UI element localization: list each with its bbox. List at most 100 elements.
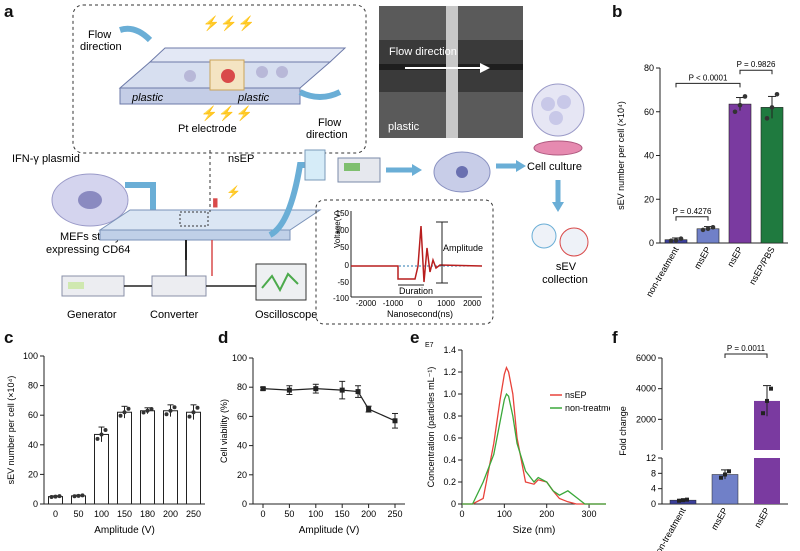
x-axis-label: Amplitude (V) — [94, 525, 155, 536]
data-point — [118, 413, 123, 418]
data-point — [742, 94, 748, 99]
viability-line — [262, 388, 396, 422]
b-p1-pvalue: P = 0.4276 — [673, 207, 712, 216]
petri-dish-icon — [533, 140, 583, 156]
micrograph-image: Flow direction plastic — [379, 6, 523, 138]
b-p2-pvalue: P < 0.0001 — [689, 73, 728, 82]
data-point — [260, 386, 266, 392]
y-tick-label: 4 — [651, 484, 656, 494]
electrode-pin-icon: ▮ — [212, 195, 219, 209]
y-tick-label: 6000 — [636, 353, 656, 363]
bar — [711, 474, 739, 505]
data-point — [191, 410, 196, 415]
y-tick-label: 8 — [651, 468, 656, 478]
y-tick-label: 60 — [644, 107, 654, 117]
data-point — [53, 494, 58, 499]
y-axis-label: Concentration (particles mL⁻¹) — [426, 367, 436, 488]
data-point — [700, 227, 706, 233]
x-axis-label: Size (nm) — [513, 525, 556, 536]
pulse-trace — [351, 225, 483, 283]
pulse-inset-frame — [315, 199, 494, 325]
y-exponent-label: E7 — [425, 342, 434, 349]
data-point — [764, 116, 770, 121]
y-tick-label: 40 — [28, 440, 38, 450]
data-point — [57, 494, 62, 499]
legend-label: nsEP — [565, 390, 587, 400]
bar — [140, 410, 155, 505]
generator-label: Generator — [67, 309, 117, 321]
cell-icon — [276, 66, 288, 78]
x-tick-label: 50 — [73, 509, 83, 519]
sev-icon — [531, 223, 557, 249]
inset-xlabel: Nanosecond(ns) — [387, 309, 453, 319]
y-tick-label: 0.6 — [443, 433, 456, 443]
cell-icon — [184, 70, 196, 82]
data-point — [168, 408, 173, 413]
bar — [163, 410, 178, 505]
y-tick-label: 80 — [237, 382, 247, 392]
b-p3-pvalue: P = 0.9826 — [737, 60, 776, 69]
inset-ytick: 50 — [340, 243, 349, 252]
data-point — [164, 412, 169, 417]
data-point — [76, 493, 81, 498]
x-tick-label: 300 — [582, 509, 597, 519]
x-tick-label: 180 — [140, 509, 155, 519]
process-arrow-icon — [125, 182, 156, 213]
bar — [760, 107, 784, 244]
legend-label: non-treatment — [565, 403, 610, 413]
y-axis-label: Cell viability (%) — [219, 399, 229, 463]
lightning-icon: ⚡⚡⚡ — [203, 15, 255, 32]
plastic-label-1: plastic — [131, 92, 164, 104]
data-point — [149, 406, 154, 411]
inset-xtick: 2000 — [463, 299, 481, 308]
inset-xtick: -1000 — [383, 299, 404, 308]
y-axis-label: Fold change — [618, 406, 628, 456]
x-tick-label: 200 — [361, 509, 376, 519]
inset-ytick: 0 — [345, 261, 350, 270]
data-point — [673, 238, 679, 243]
flow-arrow-icon — [298, 89, 342, 100]
data-point — [122, 410, 127, 415]
plastic-label-2: plastic — [237, 92, 270, 104]
series-line-1 — [462, 392, 606, 505]
y-tick-label: 0.2 — [443, 477, 456, 487]
inset-ytick: 150 — [336, 209, 350, 218]
data-point — [95, 436, 100, 441]
y-tick-label: 0 — [242, 499, 247, 509]
bar — [728, 103, 752, 244]
data-point — [677, 498, 681, 503]
data-point — [761, 411, 765, 416]
data-point — [769, 105, 775, 110]
data-point — [313, 386, 319, 392]
data-point — [103, 428, 108, 432]
y-tick-label: 60 — [237, 411, 247, 421]
data-point — [286, 387, 292, 393]
y-tick-label: 100 — [23, 351, 38, 361]
data-point — [392, 418, 398, 424]
x-tick-label: 100 — [308, 509, 323, 519]
b-p1-bracket — [675, 216, 709, 221]
y-tick-label: 40 — [644, 151, 654, 161]
x-tick-label: nsEP/PBS — [747, 245, 777, 286]
data-point — [145, 408, 150, 413]
inset-ytick: 100 — [336, 226, 350, 235]
data-point — [774, 91, 780, 97]
y-tick-label: 40 — [237, 441, 247, 451]
y-tick-label: 0.4 — [443, 455, 456, 465]
data-point — [737, 102, 743, 108]
x-tick-label: 50 — [284, 509, 294, 519]
panel-letter-d: d — [218, 328, 229, 347]
bar — [186, 411, 201, 505]
panel-letter-b: b — [612, 2, 623, 21]
y-tick-label: 60 — [28, 410, 38, 420]
y-tick-label: 80 — [28, 381, 38, 391]
x-tick-label: 150 — [117, 509, 132, 519]
data-point — [732, 109, 738, 115]
x-tick-label: 200 — [539, 509, 554, 519]
y-tick-label: 20 — [237, 470, 247, 480]
data-point — [172, 405, 177, 410]
